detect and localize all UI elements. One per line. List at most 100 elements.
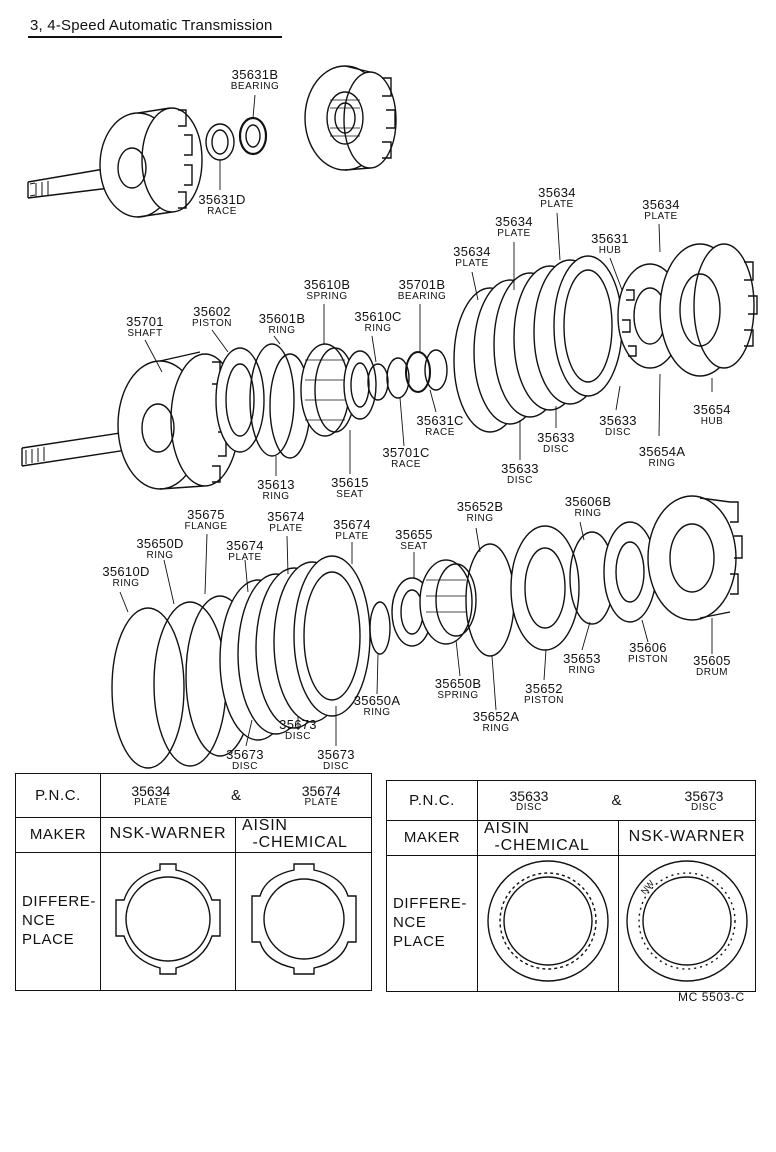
maker-2: NSK-WARNER: [618, 820, 756, 856]
part-number: 35650A: [353, 693, 401, 708]
top-shaft-assembly: [27, 107, 203, 218]
part-description: DRUM: [696, 667, 728, 678]
part-b: 35674 PLATE: [302, 784, 341, 808]
spring-35650B: [419, 559, 477, 645]
bearing-35631B: [238, 116, 268, 156]
amp: &: [230, 787, 241, 804]
difference-label: DIFFERE- NCE PLACE: [386, 854, 478, 993]
disc-shape-2: NW: [618, 854, 756, 993]
plate-shape-2: [235, 851, 372, 992]
part-description: SEAT: [400, 541, 428, 552]
part-number: 35701C: [382, 445, 430, 460]
ring-35652A-B: [465, 543, 515, 657]
part-number: 35634: [495, 214, 533, 229]
part-description: FLANGE: [184, 521, 228, 532]
part-description: RING: [146, 550, 174, 561]
part-b: 35673 DISC: [685, 789, 724, 813]
part-description: PISTON: [191, 318, 233, 329]
part-a-desc: DISC: [516, 801, 542, 813]
part-description: PISTON: [523, 695, 565, 706]
pnc-values: 35634 PLATE & 35674 PLATE: [100, 773, 372, 818]
part-number: 35605: [693, 653, 731, 668]
part-description: HUB: [700, 416, 724, 427]
part-number: 35606B: [564, 494, 612, 509]
part-description: DISC: [285, 731, 311, 742]
title-underline: [28, 36, 282, 38]
part-description: HUB: [598, 245, 622, 256]
part-b-desc: PLATE: [304, 796, 338, 808]
part-b-number: 35674: [301, 782, 341, 799]
middle-shaft-assembly: [21, 351, 240, 490]
figure-reference: MC 5503-C: [678, 990, 745, 1004]
part-description: RACE: [207, 206, 237, 217]
plates-comparison-table: P.N.C. 35634 PLATE & 35674 PLATE MAKER N…: [15, 773, 372, 992]
part-description: SHAFT: [127, 328, 163, 339]
part-number: 35674: [226, 538, 264, 553]
part-description: PLATE: [269, 523, 303, 534]
piston-35652: [510, 525, 580, 651]
disc-mark: NW: [639, 878, 657, 896]
part-description: DISC: [232, 761, 258, 772]
part-number: 35631C: [416, 413, 464, 428]
piston-35602: [215, 347, 265, 453]
part-a-desc: PLATE: [134, 796, 168, 808]
part-a: 35633 DISC: [510, 789, 549, 813]
part-description: DISC: [323, 761, 349, 772]
bearing-35701B-races: [386, 349, 448, 399]
part-number: 35674: [267, 509, 305, 524]
pnc-values: 35633 DISC & 35673 DISC: [477, 780, 756, 821]
part-number: 35610D: [102, 564, 150, 579]
part-description: RING: [574, 508, 602, 519]
part-number: 35613: [257, 477, 295, 492]
part-description: RACE: [425, 427, 455, 438]
part-a-number: 35634: [131, 782, 171, 799]
part-number: 35655: [395, 527, 433, 542]
part-number: 35675: [187, 507, 225, 522]
part-description: DISC: [605, 427, 631, 438]
maker-label: MAKER: [386, 820, 478, 856]
part-number: 35652B: [456, 499, 504, 514]
part-number: 35652: [525, 681, 563, 696]
part-number: 35652A: [472, 709, 520, 724]
part-description: PLATE: [335, 531, 369, 542]
part-description: RING: [363, 707, 391, 718]
part-description: PLATE: [455, 258, 489, 269]
diagram-title: 3, 4-Speed Automatic Transmission: [30, 17, 273, 34]
part-description: SEAT: [336, 489, 364, 500]
seat-35615: [343, 350, 377, 420]
amp: &: [611, 792, 622, 809]
notched-plate-icon: [115, 863, 221, 975]
part-description: BEARING: [397, 291, 447, 302]
plate-shape-1: [100, 851, 236, 992]
difference-line-3: PLACE: [22, 930, 75, 948]
splined-disc-icon: [487, 860, 609, 982]
leader-lines: [119, 94, 713, 747]
part-number: 35631: [591, 231, 629, 246]
